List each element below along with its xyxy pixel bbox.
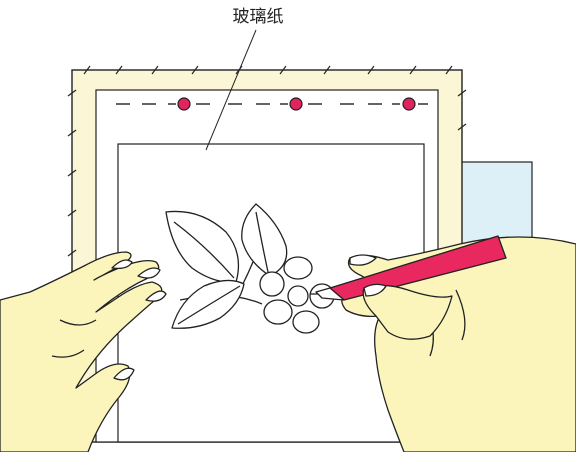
callout-leader: [205, 29, 257, 151]
callout-label: 玻璃纸: [233, 7, 284, 27]
right-thumb: [362, 283, 453, 340]
pushpin-icon: [289, 97, 303, 111]
left-hand: [0, 251, 167, 452]
pushpin-icon: [402, 97, 416, 111]
pushpin-icon: [177, 97, 191, 111]
flower-leaf-motif: [165, 203, 335, 334]
